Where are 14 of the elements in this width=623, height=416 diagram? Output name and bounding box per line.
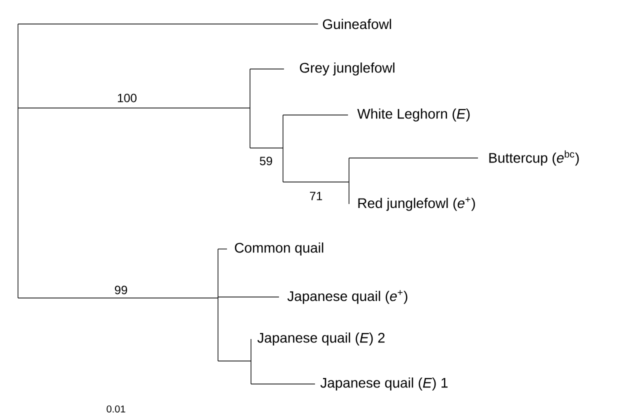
leaf-label: Japanese quail (E) 1 bbox=[320, 378, 448, 390]
bootstrap-value: 59 bbox=[260, 156, 272, 166]
leaf-label: Japanese quail (e$^{+}$) bbox=[287, 290, 408, 304]
leaf-label: Japanese quail (E) 2 bbox=[257, 332, 385, 346]
scale-label: 0.01 bbox=[106, 405, 126, 413]
leaf-label: White Leghorn (E) bbox=[357, 108, 470, 122]
bootstrap-value: 99 bbox=[114, 286, 128, 294]
leaf-label: Grey junglefowl bbox=[300, 62, 394, 76]
bootstrap-value: 71 bbox=[310, 192, 322, 200]
bootstrap-value: 100 bbox=[118, 94, 136, 102]
leaf-label: Common quail bbox=[234, 242, 324, 256]
leaf-label: Red junglefowl (e$^{+}$) bbox=[358, 197, 475, 211]
leaf-label: Buttercup (e$^{bc}$) bbox=[489, 150, 579, 166]
leaf-label: Guineafowl bbox=[322, 18, 392, 30]
